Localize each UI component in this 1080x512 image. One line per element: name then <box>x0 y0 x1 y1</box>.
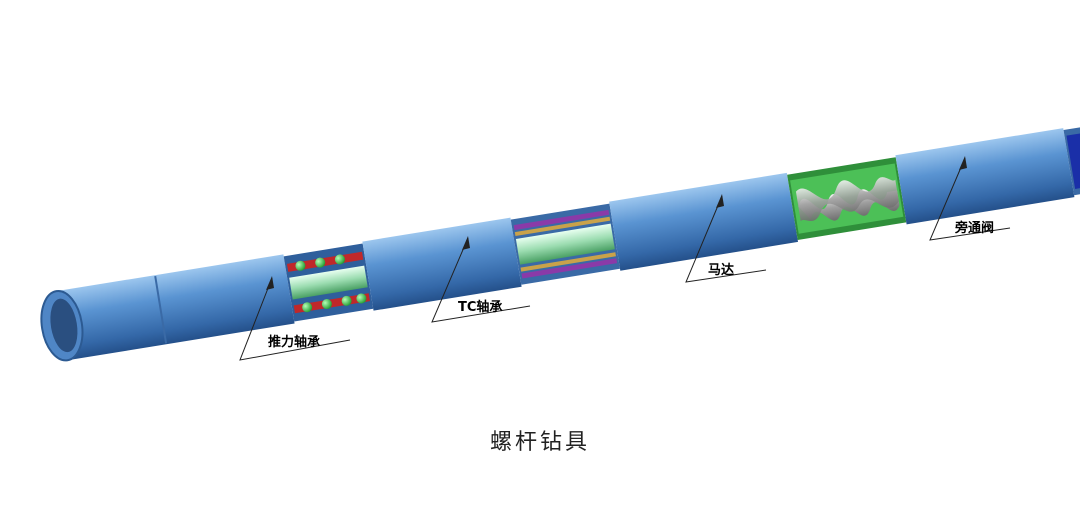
bearing-ball <box>321 299 332 310</box>
bearing-ball <box>302 302 313 313</box>
callout-label-motor: 马达 <box>708 262 734 278</box>
callout-thrust-bearing: 推力轴承 <box>239 276 351 361</box>
tc-bearing-section <box>510 203 621 285</box>
thrust-bearing-section <box>283 243 374 322</box>
tube-segment <box>362 217 522 311</box>
tube-segment-left <box>40 254 295 362</box>
callout-tc-bearing: TC轴承 <box>431 236 531 323</box>
callout-label-bypass-valve: 旁通阀 <box>954 220 994 236</box>
callout-bypass-valve: 旁通阀 <box>929 156 1011 241</box>
bearing-ball <box>315 257 326 268</box>
tube-segment <box>895 128 1075 225</box>
drill-tool-body <box>40 115 1080 362</box>
bearing-ball <box>334 254 345 265</box>
diagram-caption: 螺杆钻具 <box>489 430 590 455</box>
bearing-ball <box>341 295 352 306</box>
bearing-ball <box>356 293 367 304</box>
callout-label-tc-bearing: TC轴承 <box>458 299 502 315</box>
motor-section <box>787 157 907 240</box>
callout-motor: 马达 <box>685 194 767 283</box>
bypass-valve-section <box>1063 115 1080 196</box>
bearing-ball <box>295 260 306 271</box>
tube-segment <box>609 172 799 271</box>
callout-label-thrust-bearing: 推力轴承 <box>268 334 320 350</box>
